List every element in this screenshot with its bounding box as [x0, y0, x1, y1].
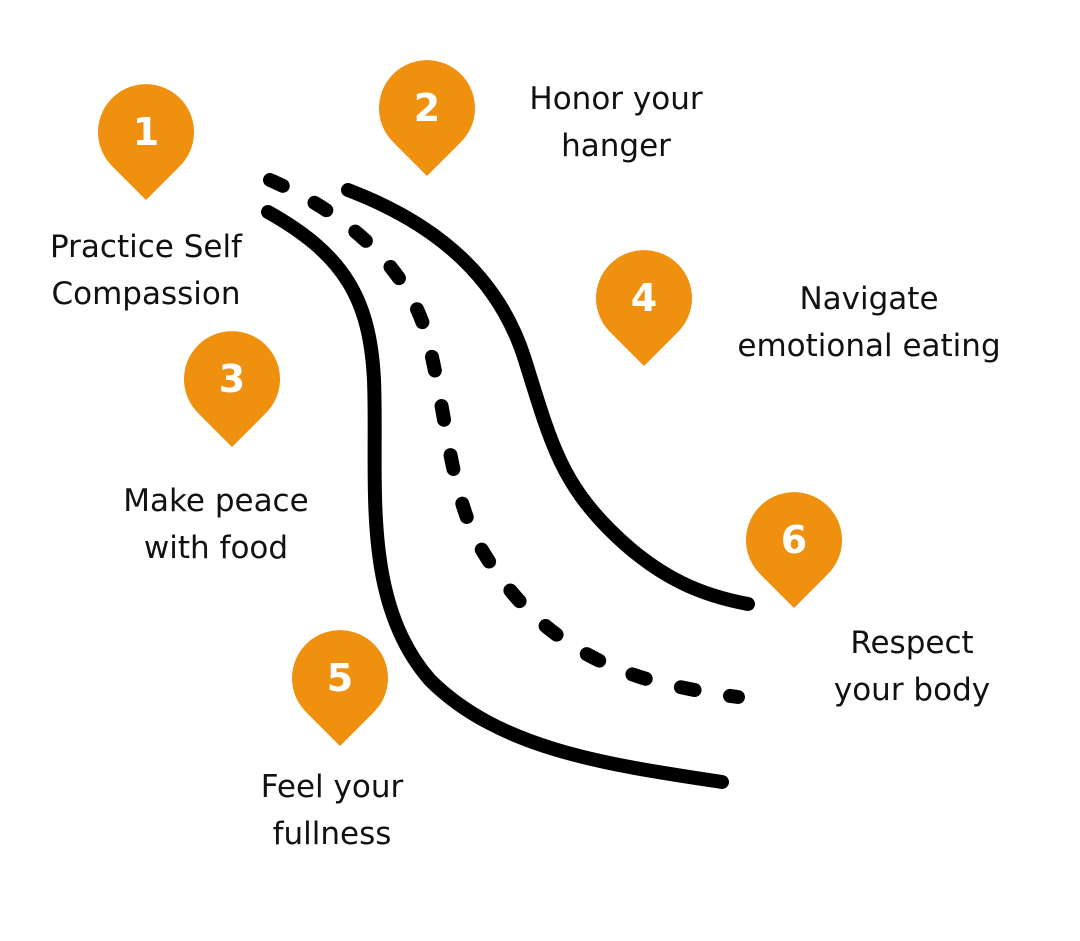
step-5-line1: Feel your [212, 764, 452, 811]
step-4-label: Navigate emotional eating [712, 276, 1026, 370]
step-4-pin: 4 [594, 248, 694, 368]
step-5-pin: 5 [290, 628, 390, 748]
step-1-line1: Practice Self [26, 224, 266, 271]
step-6-label: Respect your body [792, 620, 1032, 714]
step-3-label: Make peace with food [96, 478, 336, 572]
step-3-line2: with food [96, 525, 336, 572]
step-2-number: 2 [377, 58, 477, 158]
step-4-line2: emotional eating [712, 323, 1026, 370]
step-1-label: Practice Self Compassion [26, 224, 266, 318]
step-6-line2: your body [792, 667, 1032, 714]
step-2-pin: 2 [377, 58, 477, 178]
step-3-number: 3 [182, 329, 282, 429]
step-6-number: 6 [744, 490, 844, 590]
step-6-pin: 6 [744, 490, 844, 610]
step-6-line1: Respect [792, 620, 1032, 667]
step-1-line2: Compassion [26, 271, 266, 318]
step-1-pin: 1 [96, 82, 196, 202]
step-1-number: 1 [96, 82, 196, 182]
step-4-number: 4 [594, 248, 694, 348]
step-4-line1: Navigate [712, 276, 1026, 323]
step-3-pin: 3 [182, 329, 282, 449]
step-2-line1: Honor your [496, 76, 736, 123]
step-3-line1: Make peace [96, 478, 336, 525]
step-5-line2: fullness [212, 811, 452, 858]
step-2-line2: hanger [496, 123, 736, 170]
step-5-number: 5 [290, 628, 390, 728]
step-5-label: Feel your fullness [212, 764, 452, 858]
step-2-label: Honor your hanger [496, 76, 736, 170]
